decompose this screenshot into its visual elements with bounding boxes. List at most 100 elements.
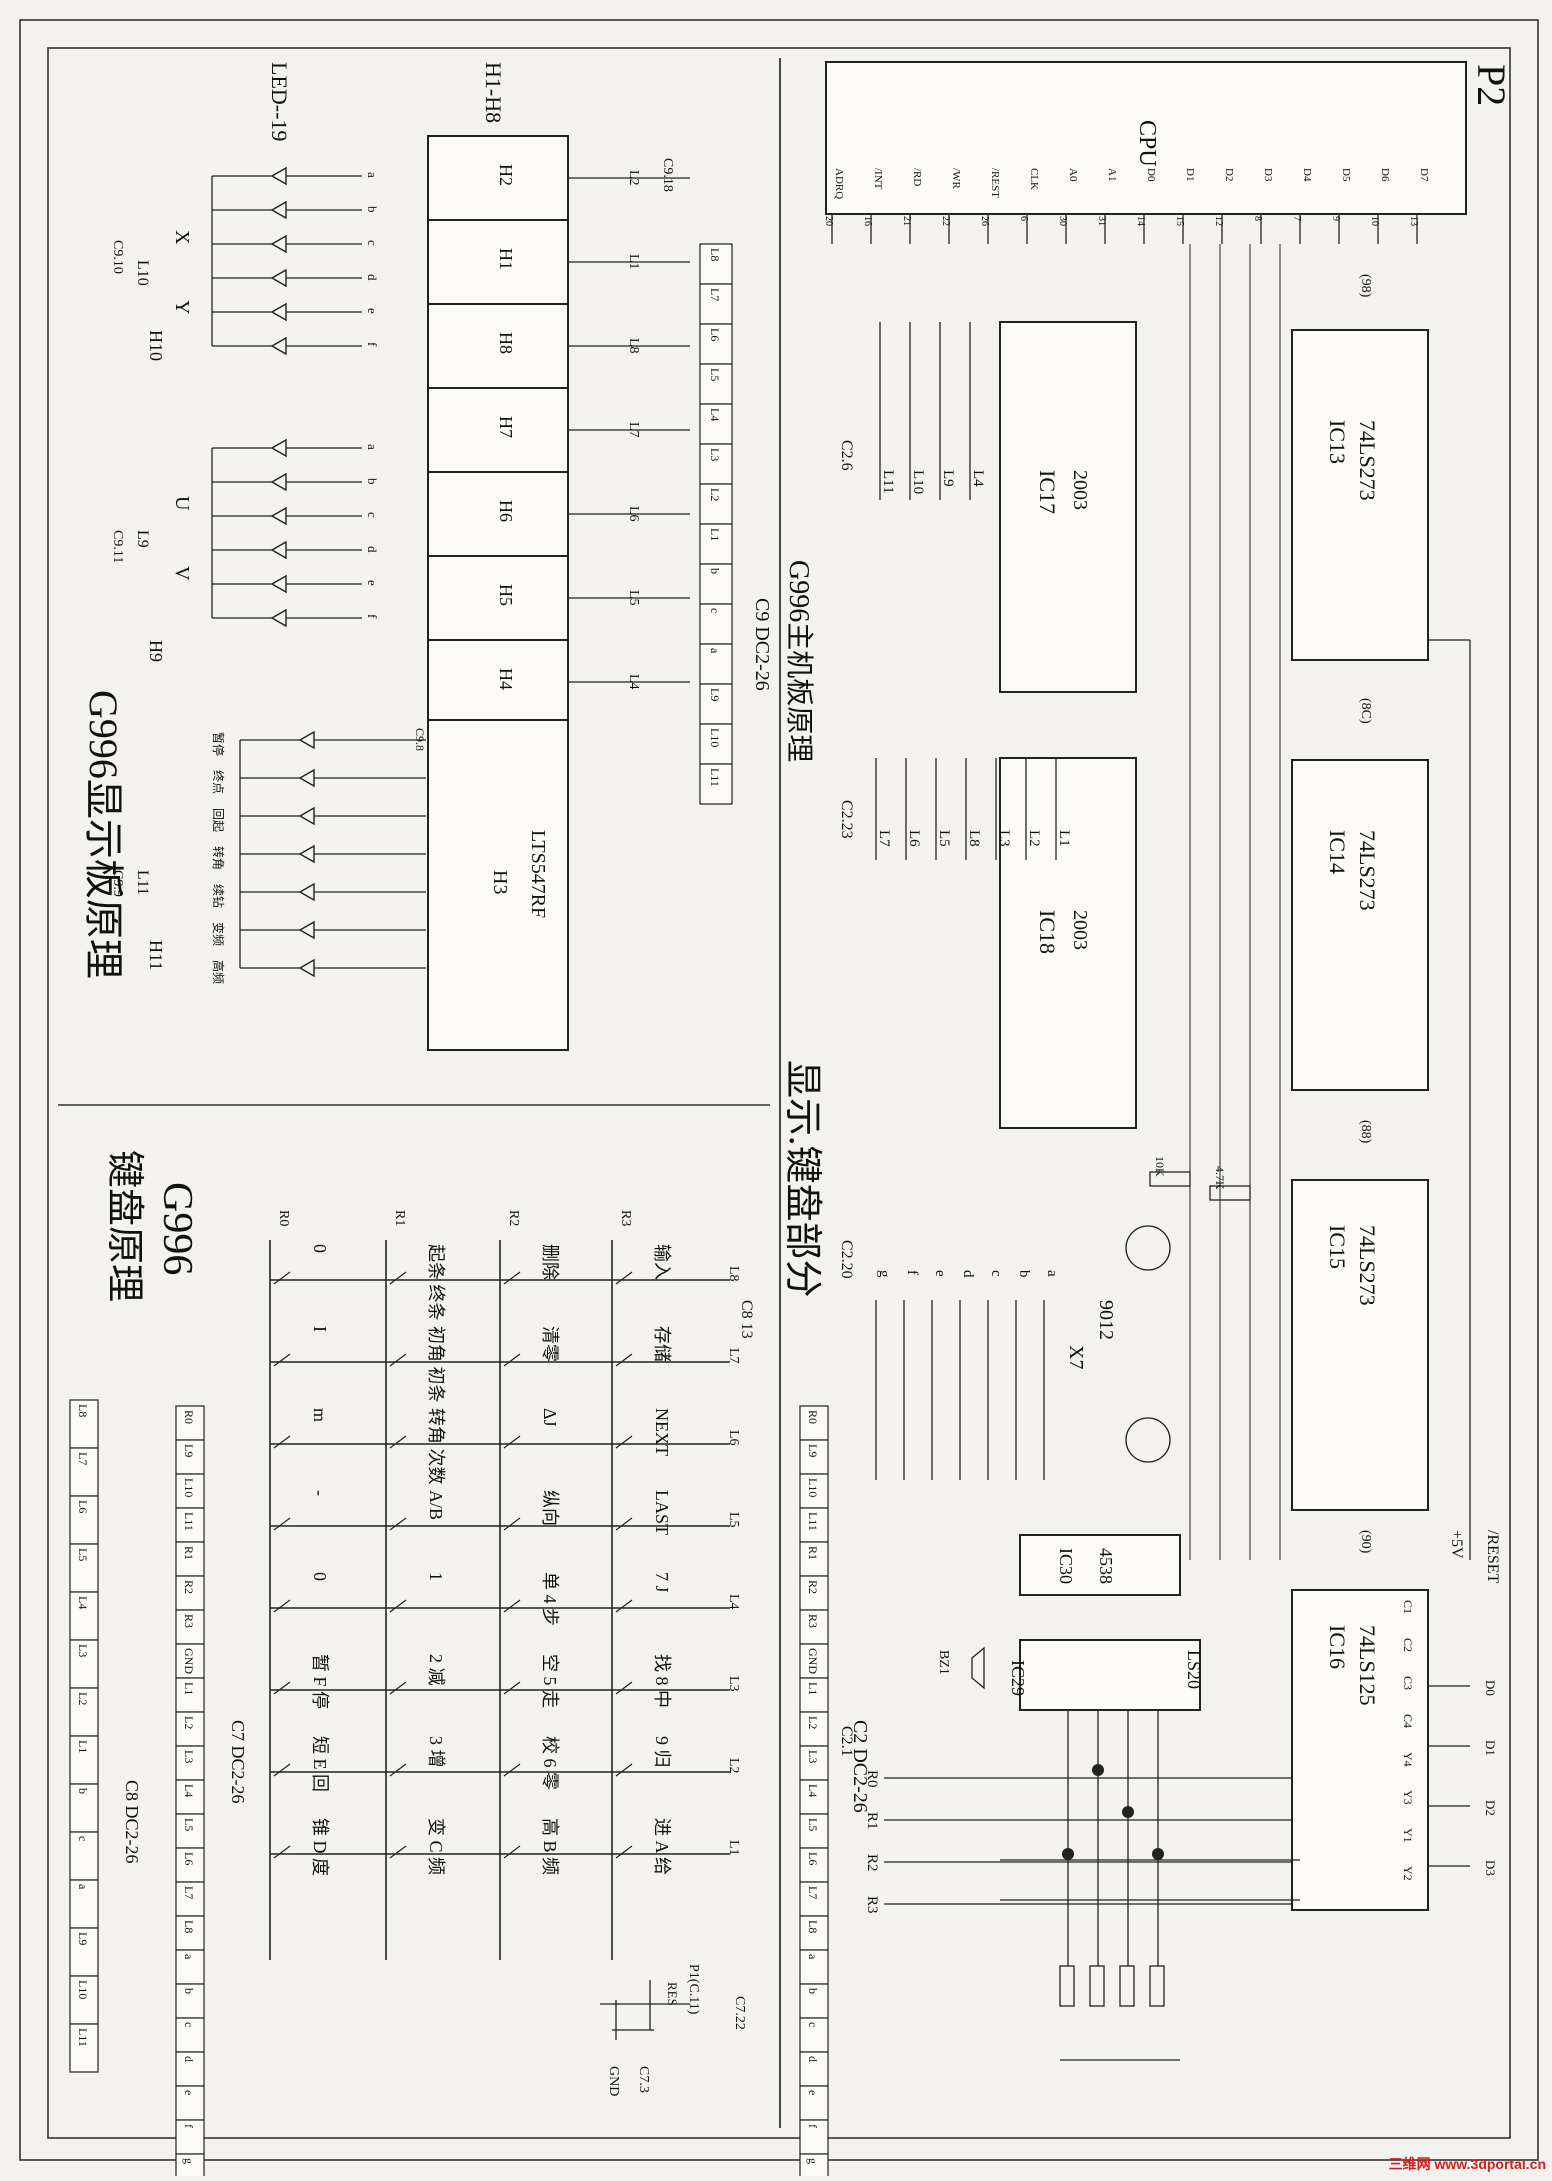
keyboard-title-model: G996	[154, 1182, 200, 1275]
watermark: 三维网 www.3dportal.cn	[1388, 2156, 1546, 2172]
key-switch-icon[interactable]	[389, 1763, 407, 1777]
ic17-in-l9: L9	[940, 470, 956, 487]
main-board-title: G996主机板原理	[783, 560, 815, 762]
ic15-in-e: e	[932, 1270, 948, 1277]
ic16-box	[1291, 1589, 1429, 1911]
cpu-label: CPU	[1134, 120, 1160, 167]
c9-pin-l8: L8	[708, 248, 722, 261]
c7-pin-l9: L9	[182, 1444, 196, 1457]
c8-pin-c: c	[76, 1836, 90, 1841]
key-switch-icon[interactable]	[615, 1353, 633, 1367]
key-switch-icon[interactable]	[273, 1271, 291, 1285]
col-label-l5: L5	[726, 1512, 741, 1528]
ic16-pin-c3: C3	[1401, 1676, 1415, 1690]
key-switch-icon[interactable]	[389, 1681, 407, 1695]
x7-label: X7	[1065, 1345, 1087, 1369]
ic18-in-l8: L8	[966, 830, 982, 847]
led-diode-icon	[270, 438, 287, 458]
c9-pin-l11: L11	[708, 768, 722, 787]
key-switch-icon[interactable]	[273, 1435, 291, 1449]
key-switch-icon[interactable]	[503, 1845, 521, 1859]
key-switch-icon[interactable]	[615, 1435, 633, 1449]
cpu-pin-d6: D6	[1379, 168, 1391, 182]
c7-pin-gnd: GND	[182, 1648, 196, 1674]
c8-cell	[69, 1927, 99, 1977]
c8-cell	[69, 1639, 99, 1689]
status-led-icon	[298, 730, 315, 750]
key-switch-icon[interactable]	[615, 1763, 633, 1777]
key-switch-icon[interactable]	[389, 1271, 407, 1285]
c8-pin-l8: L8	[76, 1404, 90, 1417]
c8-cell	[69, 1687, 99, 1737]
cpu-box	[825, 61, 1467, 215]
h3-label: H3	[489, 870, 511, 894]
led-seg-d: d	[365, 546, 380, 553]
key-switch-icon[interactable]	[273, 1353, 291, 1367]
c2-20-label: C2.20	[838, 1240, 855, 1279]
c9-cell	[699, 483, 733, 525]
key-switch-icon[interactable]	[503, 1681, 521, 1695]
key-switch-icon[interactable]	[615, 1681, 633, 1695]
c7-cell	[175, 1643, 205, 1679]
key-0-1: 存储	[652, 1326, 672, 1362]
p2-title: P2	[1469, 64, 1514, 106]
ic15-box	[1291, 1179, 1429, 1511]
key-switch-icon[interactable]	[503, 1435, 521, 1449]
cpu-pin-num: 20	[823, 216, 834, 226]
c2-pin-l8: L8	[806, 1920, 820, 1933]
row-label-r3: R3	[618, 1210, 633, 1226]
cpu-pin-d4: D4	[1301, 168, 1313, 182]
display-board-title: G996显示板原理	[81, 690, 126, 979]
key-switch-icon[interactable]	[615, 1271, 633, 1285]
key-1-1: 清零	[540, 1326, 560, 1362]
key-switch-icon[interactable]	[389, 1517, 407, 1531]
ic16-pin-y4: Y4	[1401, 1752, 1415, 1767]
ic15-in-d: d	[960, 1270, 976, 1278]
c7-cell	[175, 1541, 205, 1577]
c2-6-label: C2.6	[838, 440, 855, 471]
key-1-5: 空 5 走	[540, 1654, 560, 1708]
status-led-icon	[298, 844, 315, 864]
key-switch-icon[interactable]	[615, 1599, 633, 1613]
key-switch-icon[interactable]	[503, 1599, 521, 1613]
c2-cell	[799, 2085, 829, 2121]
key-switch-icon[interactable]	[273, 1681, 291, 1695]
key-switch-icon[interactable]	[273, 1599, 291, 1613]
key-switch-icon[interactable]	[389, 1599, 407, 1613]
key-switch-icon[interactable]	[389, 1353, 407, 1367]
key-switch-icon[interactable]	[389, 1435, 407, 1449]
ic14-name: IC14	[1325, 830, 1350, 874]
ic14-block: IC14 74LS273 (8C)	[1291, 698, 1429, 1091]
ic29-box	[1019, 1639, 1201, 1711]
key-switch-icon[interactable]	[273, 1763, 291, 1777]
key-2-4: 1	[426, 1572, 446, 1581]
digit-box-h7	[427, 387, 569, 473]
key-switch-icon[interactable]	[389, 1845, 407, 1859]
key-switch-icon[interactable]	[503, 1271, 521, 1285]
c2-pin-l9: L9	[806, 1444, 820, 1457]
l11-label: L11	[134, 870, 151, 895]
ic13-box	[1291, 329, 1429, 661]
c2-pin-r2: R2	[806, 1580, 820, 1594]
resistor-array	[1059, 1965, 1165, 2007]
transistor-q2	[1125, 1417, 1171, 1463]
key-switch-icon[interactable]	[503, 1353, 521, 1367]
key-switch-icon[interactable]	[273, 1517, 291, 1531]
gnd-label: GND	[606, 2066, 621, 2096]
key-switch-icon[interactable]	[503, 1517, 521, 1531]
key-switch-icon[interactable]	[273, 1845, 291, 1859]
key-switch-icon[interactable]	[503, 1763, 521, 1777]
c8-pin-l11: L11	[76, 2028, 90, 2047]
c7-cell	[175, 1711, 205, 1747]
c2-cell	[799, 1779, 829, 1815]
vcc-label: +5V	[1448, 1530, 1465, 1559]
c7-pin-l6: L6	[182, 1852, 196, 1865]
key-2-0: 起条 终条	[426, 1244, 446, 1321]
led-seg-e: e	[365, 308, 380, 314]
key-switch-icon[interactable]	[615, 1845, 633, 1859]
digit-box-h1	[427, 219, 569, 305]
digit-label-h8: H8	[496, 332, 516, 354]
p1-88-tag: (88)	[1358, 1120, 1373, 1144]
key-switch-icon[interactable]	[615, 1517, 633, 1531]
